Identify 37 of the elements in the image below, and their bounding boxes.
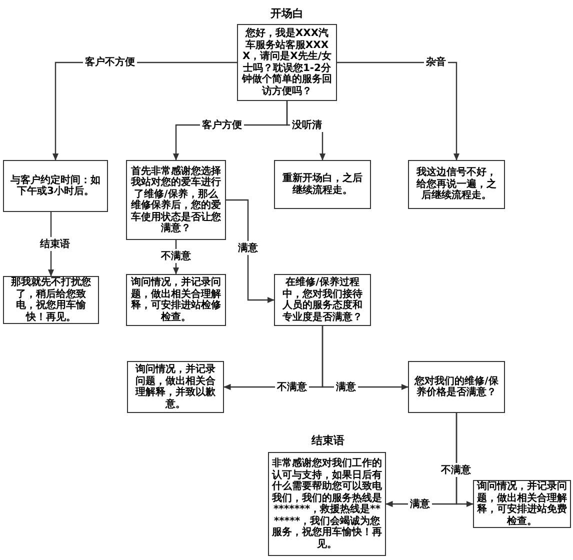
edge-label: 满意 bbox=[236, 241, 260, 255]
arrow bbox=[337, 62, 460, 160]
box-text: 那我就先不打扰您了，稍后给您致电，祝您用车愉快！再见。 bbox=[10, 277, 92, 323]
box-text: 询问情况，并记录问题，做出相关合理解释，并致以歉意。 bbox=[134, 364, 216, 410]
edge-label: 客户方便 bbox=[200, 118, 244, 132]
edge-label: 客户不方便 bbox=[83, 55, 137, 69]
edge-label: 不满意 bbox=[159, 249, 193, 263]
edge-label: 不满意 bbox=[439, 463, 473, 477]
edge-label: 杂音 bbox=[424, 55, 448, 69]
box-text: 我这边信号不好，给您再说一遍，之后继续流程走。 bbox=[415, 167, 498, 202]
box-text: 在维修/保养过程中，您对我们接待人员的服务态度和专业度是否满意？ bbox=[281, 277, 364, 323]
edge-label: 不满意 bbox=[275, 380, 309, 394]
title: 开场白 bbox=[270, 6, 304, 21]
edge-label: 结束语 bbox=[38, 237, 72, 251]
arrow bbox=[456, 413, 474, 508]
box-text: 重新开场白，之后继续流程走。 bbox=[282, 173, 364, 196]
box-text: 首先非常感谢您选择我站对您的爱车进行了维修/保养，那么维修保养后，您的爱车使用状态是否让您满意？ bbox=[130, 166, 222, 234]
box-text: 您对我们的维修/保养价格是否满意？ bbox=[413, 376, 500, 398]
arrow bbox=[322, 326, 408, 390]
process-box bbox=[274, 274, 371, 326]
box-text: 与客户约定时间：如下午或3小时后。 bbox=[10, 174, 102, 198]
process-box bbox=[3, 276, 99, 324]
process-box bbox=[126, 160, 226, 240]
box-heading: 结束语 bbox=[312, 433, 344, 448]
box-text: 询问情况，并记录问题，做出相关合理解释，可安排进站免费检查。 bbox=[477, 481, 567, 527]
edge-label: 满意 bbox=[334, 380, 358, 394]
process-box bbox=[408, 361, 505, 413]
box-text: 您好，我是XXX汽车服务站客服XXXX，请问是X先生/女士吗？耽误您1-2分钟做个简单的服务回访方便吗？ bbox=[241, 28, 333, 97]
process-box bbox=[274, 160, 371, 209]
edge-label: 没听清 bbox=[290, 118, 324, 132]
process-box bbox=[408, 160, 505, 209]
box-text: 询问情况，并记录问题，做出相关合理解释，可安排进站检修检查。 bbox=[130, 277, 222, 323]
process-box bbox=[3, 160, 108, 212]
arrow bbox=[226, 199, 274, 304]
box-text: 非常感谢您对我们工作的认可与支持，如果日后有什么需要帮助您可以致电我们，我们的服务热线是*******，救援热线是*******，我们会竭诚为您服务，祝您用车愉快！再见。 bbox=[272, 458, 382, 550]
process-box bbox=[127, 361, 224, 413]
edge-label: 满意 bbox=[408, 497, 432, 511]
